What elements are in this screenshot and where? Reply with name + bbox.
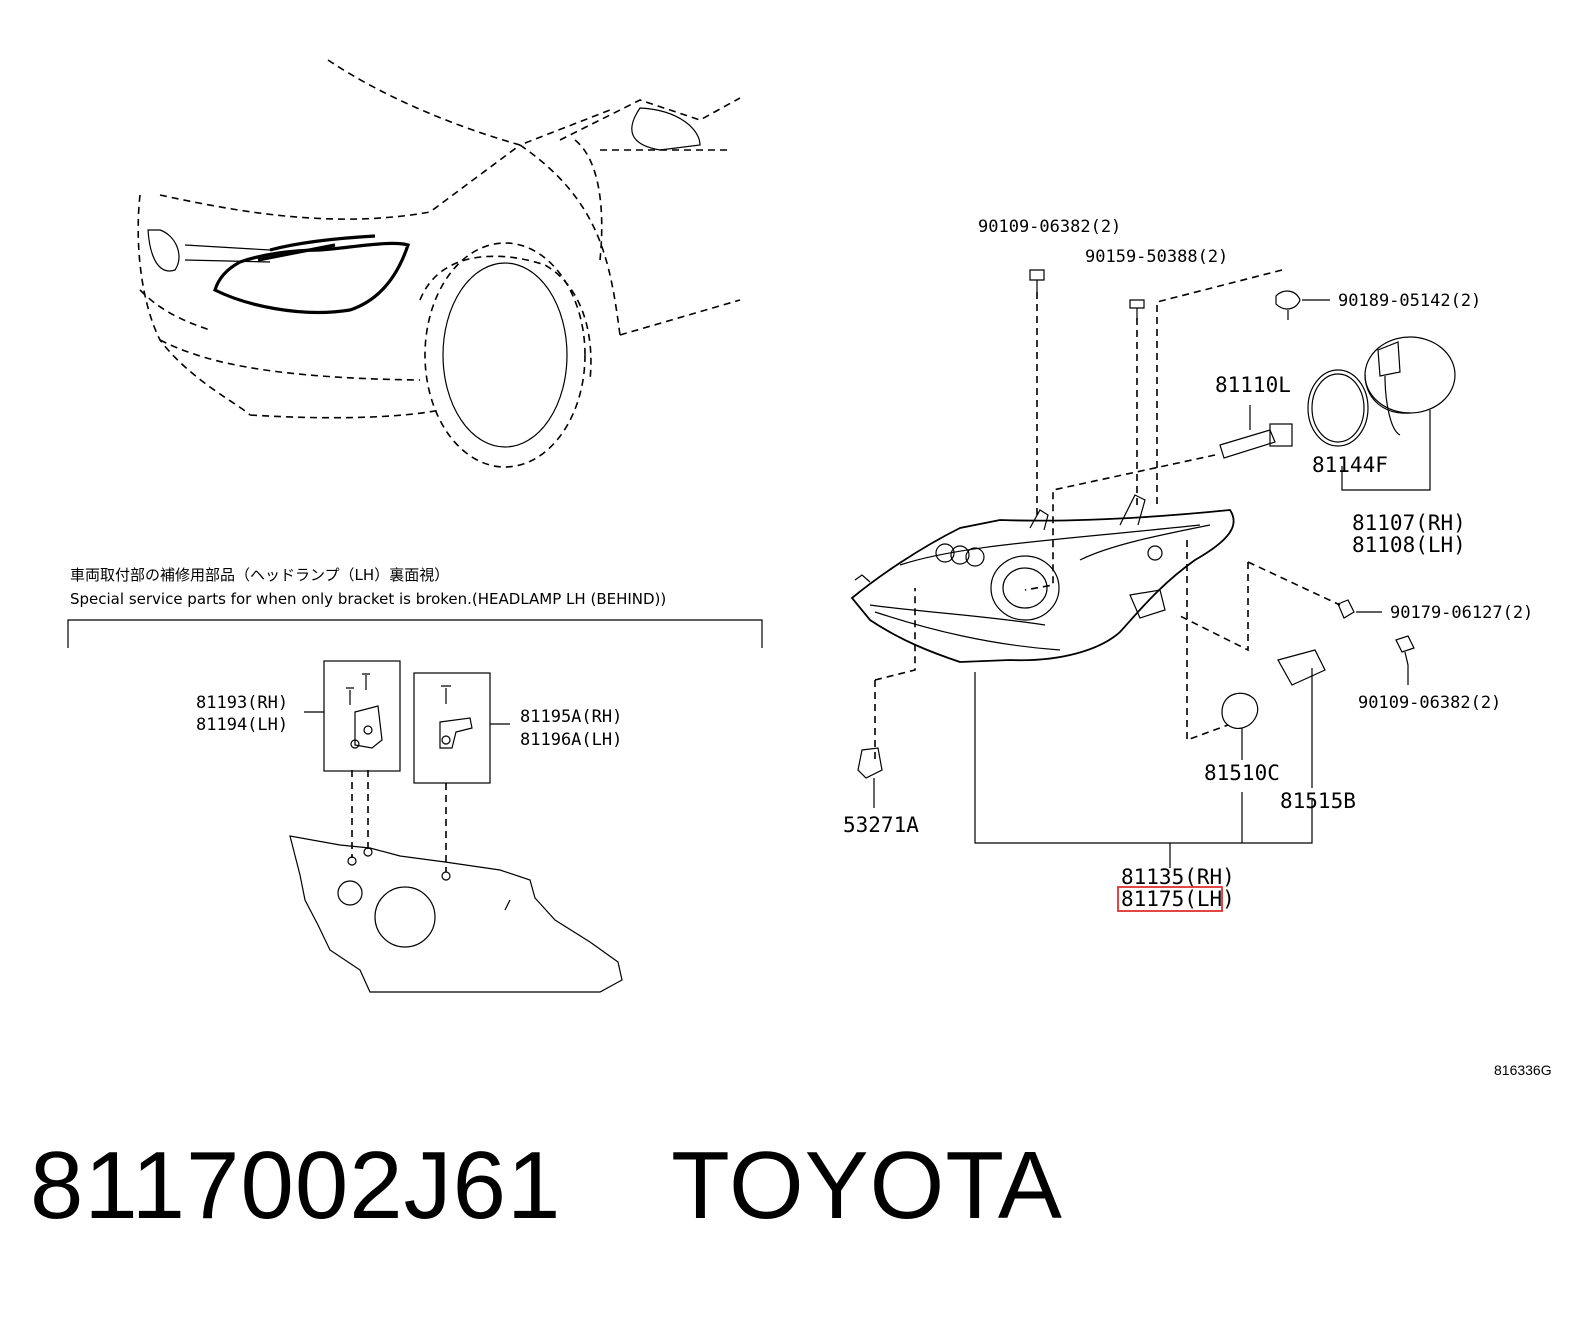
label-bolt-top: 90109-06382(2)	[978, 217, 1121, 237]
headlamp-back-outline	[289, 835, 623, 993]
label-bracket-a-rh: 81193(RH)	[196, 693, 288, 713]
label-hid-bulb: 81110L	[1215, 373, 1291, 397]
service-note: 車両取付部の補修用部品（ヘッドランプ（LH）裏面視） Special servi…	[67, 566, 763, 648]
nut-icon	[1337, 599, 1382, 619]
label-seal-ring: 81144F	[1312, 453, 1388, 477]
dust-cover-icon	[1364, 336, 1456, 436]
label-bracket-b-lh: 81196A(LH)	[520, 730, 622, 750]
label-screw-top: 90159-50388(2)	[1085, 247, 1228, 267]
headlamp-assembly	[850, 494, 1235, 663]
footer-caption: 8117002J61 TOYOTA	[30, 1138, 1063, 1234]
note-english: Special service parts for when only brac…	[70, 590, 666, 608]
seal-ring-icon	[1307, 369, 1431, 491]
clip-icon	[1275, 290, 1330, 320]
label-assy-rh: 81135(RH)	[1121, 865, 1235, 889]
label-bolt-right: 90109-06382(2)	[1358, 693, 1501, 713]
label-cover-rh: 81107(RH)	[1352, 511, 1466, 535]
socket-right-icon	[1277, 649, 1326, 788]
bolt-right-icon	[1395, 635, 1415, 685]
part-number: 8117002J61	[30, 1132, 562, 1239]
diagram-code: 816336G	[1494, 1062, 1552, 1078]
socket-left-icon	[857, 747, 883, 808]
label-bracket-a-lh: 81194(LH)	[196, 715, 288, 735]
label-small-bulb: 81510C	[1204, 761, 1280, 785]
brand-name: TOYOTA	[671, 1132, 1063, 1239]
label-bracket-b-rh: 81195A(RH)	[520, 707, 622, 727]
car-front-sketch	[137, 59, 741, 468]
screw-icon	[1129, 299, 1145, 320]
label-socket-left: 53271A	[843, 813, 919, 837]
note-japanese: 車両取付部の補修用部品（ヘッドランプ（LH）裏面視）	[70, 566, 449, 584]
label-socket-right: 81515B	[1280, 789, 1356, 813]
highlight-box	[1117, 886, 1223, 912]
label-clip-top: 90189-05142(2)	[1338, 291, 1481, 311]
label-assy-lh: 81175(LH)	[1121, 887, 1235, 911]
bolt-icon	[1029, 269, 1045, 292]
label-nut-right: 90179-06127(2)	[1390, 603, 1533, 623]
bracket-kit-b: 81195A(RH) 81196A(LH)	[413, 672, 622, 784]
label-cover-lh: 81108(LH)	[1352, 533, 1466, 557]
small-bulb-icon	[1221, 692, 1259, 760]
hid-bulb-icon	[1219, 405, 1293, 459]
bracket-kit-a: 81193(RH) 81194(LH)	[196, 660, 401, 772]
